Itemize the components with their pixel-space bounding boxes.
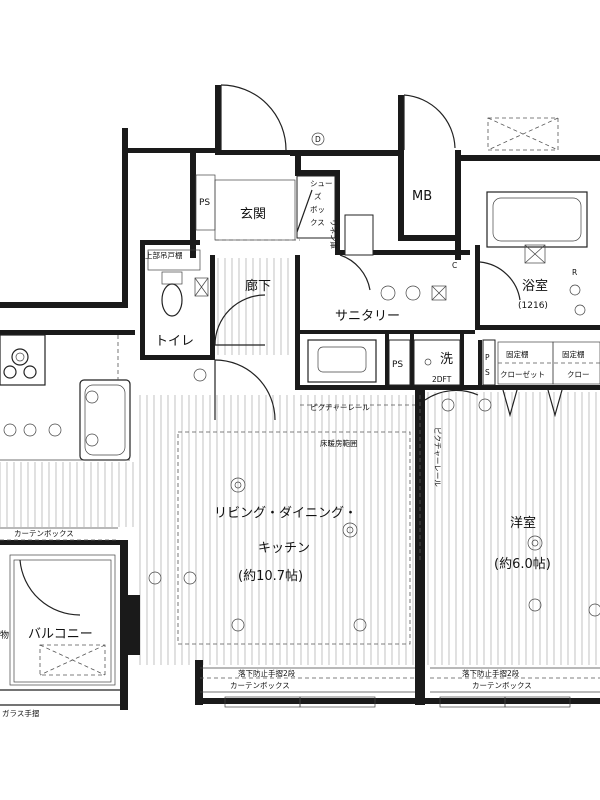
toilet-label: トイレ [155,334,194,349]
ldk-size: (約10.7帖) [238,569,303,584]
glass-rail-label: ガラス手摺 [2,708,39,718]
picture-rail-v: ピクチャーレール [433,427,442,487]
youshitsu-size: (約6.0帖) [494,557,551,572]
shoes-box-label-2: ズ [314,191,322,201]
closet2-label-a: 固定棚 [562,349,585,359]
curtain-box-1: カーテンボックス [230,681,290,690]
fall-guard-2: 落下防止手摺2段 [462,668,520,678]
youshitsu-label: 洋室 [510,515,536,531]
sym-c: C [452,261,457,270]
ps-right-label-1: P [485,353,490,362]
sym-d: D [315,135,321,144]
fall-guard-1: 落下防止手摺2段 [238,668,296,678]
roka-floor-hatch [217,258,289,355]
ldk-label-2: キッチン [258,541,310,556]
balcony-left-label: 物 [0,629,9,641]
curtain-box-2: カーテンボックス [472,681,532,690]
ps-top-label: PS [199,198,210,208]
sym-r: R [572,268,577,277]
ldk-label-1: リビング・ダイニング・ [214,506,357,521]
fixtures [0,84,600,708]
wash-label: 洗 [440,352,453,367]
closet2-label-b: クロー [567,370,590,379]
ps-mid-label: PS [392,360,403,370]
balcony-label: バルコニー [28,627,93,642]
closet1-label-a: 固定棚 [506,349,529,359]
mb-label: MB [412,189,432,204]
linen-label: リネン庫 [329,219,339,249]
kadana-label: 上部吊戸棚 [145,250,183,260]
roka-label: 廊下 [245,278,271,294]
curtain-box-left: カーテンボックス [14,529,74,538]
shoes-box-label-4: クス [310,218,325,227]
sanitary-label: サニタリー [335,309,400,324]
bath-size: (1216) [518,301,548,311]
bath-label: 浴室 [522,278,548,294]
picture-rail-h: ピクチャーレール [310,403,370,412]
shoes-box-label-3: ボッ [310,205,325,214]
youshitsu-floor-hatch [427,392,597,665]
kitchen-floor-hatch [0,462,134,527]
closet1-label-b: クローゼット [500,369,545,379]
ps-right-label-2: S [485,368,490,377]
ldk-floor-hatch [139,395,414,665]
floor-heat-label: 床暖房範囲 [320,438,358,448]
genkan-label: 玄関 [240,207,266,222]
shoes-box-label-1: シュー [310,179,333,188]
labels: 玄関 シュー ズ ボッ クス リネン庫 MB PS 上部吊戸棚 廊下 トイレ サ… [0,135,590,718]
wash-sub: 2DFT [432,375,452,384]
